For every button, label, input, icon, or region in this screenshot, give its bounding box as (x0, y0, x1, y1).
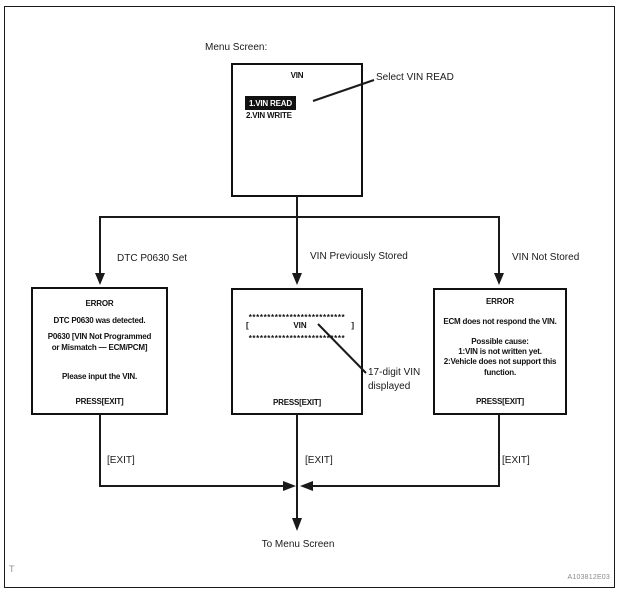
press-exit-text: PRESS[EXIT] (75, 397, 124, 406)
press-exit-text: PRESS[EXIT] (475, 397, 525, 406)
error-text-line: P0630 [VIN Not Programmed (47, 332, 152, 341)
figure-code: A103812E03 (567, 574, 610, 581)
menu-screen-title: VIN (290, 71, 304, 80)
branch-label-dtc-p0630-set: DTC P0630 Set (117, 253, 188, 264)
asterisk-row-top: ************************** (248, 313, 346, 322)
press-exit-text: PRESS[EXIT] (272, 398, 322, 407)
exit-label-middle: [EXIT] (305, 455, 333, 466)
vin-field-label: VIN (293, 321, 307, 330)
bracket-close: ] (351, 321, 354, 330)
asterisk-row-bottom: ************************** (248, 334, 346, 343)
vin-display-screen: ************************** [ VIN ] *****… (231, 288, 363, 415)
branch-label-vin-not-stored: VIN Not Stored (512, 252, 580, 263)
error-screen-no-response: ERROR ECM does not respond the VIN. Poss… (433, 288, 567, 415)
error-text-line: ECM does not respond the VIN. (443, 317, 557, 326)
error-text-line: function. (484, 368, 516, 377)
vin-digit-note-line1: 17-digit VIN (368, 367, 421, 378)
error-screen-dtc-p0630: ERROR DTC P0630 was detected. P0630 [VIN… (31, 287, 168, 415)
branch-label-vin-previously-stored: VIN Previously Stored (310, 251, 408, 262)
error-text-line: 2:Vehicle does not support this (443, 357, 557, 366)
to-menu-screen-label: To Menu Screen (261, 539, 335, 550)
error-text-line: 1:VIN is not written yet. (458, 347, 542, 356)
error-text-line: or Mismatch — ECM/PCM] (51, 343, 148, 352)
error-text-line: Possible cause: (471, 337, 529, 346)
error-title: ERROR (486, 297, 514, 306)
diagram-border (4, 6, 615, 588)
menu-screen-box: VIN 1.VIN READ 2.VIN WRITE (231, 63, 363, 197)
vin-digit-note: 17-digit VIN displayed (368, 366, 420, 394)
vin-digit-note-line2: displayed (368, 381, 411, 392)
corner-mark: T (9, 564, 15, 574)
menu-item-vin-read-selected: 1.VIN READ (245, 96, 296, 110)
vin-bracket-row: [ VIN ] (233, 321, 361, 330)
exit-label-left: [EXIT] (107, 455, 135, 466)
menu-screen-caption: Menu Screen: (205, 42, 268, 53)
error-title: ERROR (85, 299, 114, 308)
select-vin-read-callout: Select VIN READ (376, 72, 454, 83)
error-text-line: DTC P0630 was detected. (53, 316, 146, 325)
error-text-line: Please input the VIN. (62, 372, 137, 381)
menu-item-vin-write: 2.VIN WRITE (246, 111, 292, 120)
bracket-open: [ (246, 321, 249, 330)
exit-label-right: [EXIT] (502, 455, 530, 466)
